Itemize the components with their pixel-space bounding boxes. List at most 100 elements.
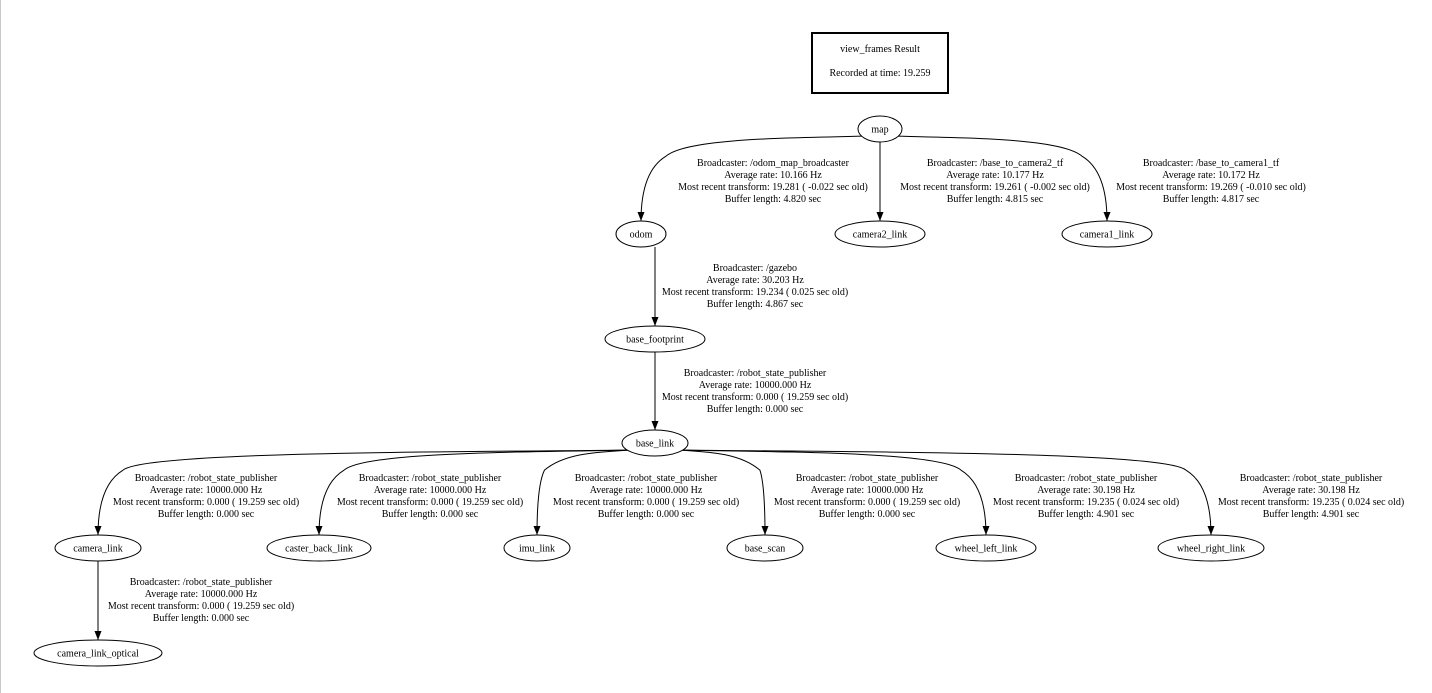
edge-label-line: Average rate: 10000.000 Hz bbox=[150, 485, 263, 496]
edges: Broadcaster: /odom_map_broadcasterAverag… bbox=[94, 135, 1404, 640]
edge-label-line: Buffer length: 4.901 sec bbox=[1263, 509, 1360, 520]
edge-label-line: Average rate: 10000.000 Hz bbox=[811, 485, 924, 496]
edge-label-line: Buffer length: 0.000 sec bbox=[153, 613, 250, 624]
title-box: view_frames Result Recorded at time: 19.… bbox=[811, 32, 949, 94]
edge-label-line: Most recent transform: 0.000 ( 19.259 se… bbox=[553, 497, 739, 508]
edge-label-line: Most recent transform: 19.269 ( -0.010 s… bbox=[1116, 182, 1306, 193]
edge-label-line: Buffer length: 0.000 sec bbox=[707, 404, 804, 415]
edge-label-line: Buffer length: 0.000 sec bbox=[158, 509, 255, 520]
edge-arrow bbox=[681, 449, 769, 536]
edge-label-line: Buffer length: 4.817 sec bbox=[1163, 194, 1260, 205]
edge-label-line: Average rate: 10.166 Hz bbox=[724, 170, 822, 181]
edge-base_link-to-camera_link: Broadcaster: /robot_state_publisherAvera… bbox=[94, 449, 629, 536]
frame-node-ellipse bbox=[857, 115, 903, 143]
edge-label-line: Broadcaster: /robot_state_publisher bbox=[130, 577, 273, 588]
frame-node-ellipse bbox=[266, 534, 372, 562]
frame-node-camera2_link: camera2_link bbox=[834, 220, 926, 248]
edge-label-line: Broadcaster: /base_to_camera2_tf bbox=[927, 158, 1064, 169]
frame-node-label: wheel_right_link bbox=[1177, 544, 1245, 555]
edge-label-line: Average rate: 10000.000 Hz bbox=[699, 380, 812, 391]
edge-map-to-camera2_link: Broadcaster: /base_to_camera2_tfAverage … bbox=[876, 142, 1090, 221]
frame-node-ellipse bbox=[1157, 534, 1265, 562]
nodes: map odom camera2_link camera1_link base_foot… bbox=[33, 115, 1265, 667]
edge-label-line: Broadcaster: /robot_state_publisher bbox=[1240, 473, 1383, 484]
edge-label-line: Most recent transform: 19.261 ( -0.002 s… bbox=[900, 182, 1090, 193]
edge-arrow bbox=[681, 449, 990, 536]
frame-node-label: base_scan bbox=[745, 544, 786, 555]
edge-label-line: Most recent transform: 19.235 ( 0.024 se… bbox=[1218, 497, 1404, 508]
edge-base_link-to-caster_back_link: Broadcaster: /robot_state_publisherAvera… bbox=[315, 449, 629, 536]
edge-label-line: Average rate: 10000.000 Hz bbox=[590, 485, 703, 496]
edge-arrow bbox=[681, 449, 1215, 536]
edge-label-line: Most recent transform: 0.000 ( 19.259 se… bbox=[774, 497, 960, 508]
frame-node-camera_link_optical: camera_link_optical bbox=[33, 639, 163, 667]
edge-label-line: Average rate: 10.177 Hz bbox=[946, 170, 1044, 181]
edge-base_link-to-base_scan: Broadcaster: /robot_state_publisherAvera… bbox=[681, 449, 960, 536]
edge-label-line: Broadcaster: /odom_map_broadcaster bbox=[697, 158, 850, 169]
frame-node-base_footprint: base_footprint bbox=[604, 325, 706, 353]
edge-base_footprint-to-base_link: Broadcaster: /robot_state_publisherAvera… bbox=[651, 352, 848, 430]
edge-label-line: Buffer length: 4.901 sec bbox=[1038, 509, 1135, 520]
frame-node-label: imu_link bbox=[519, 544, 555, 555]
frame-node-ellipse bbox=[1061, 220, 1153, 248]
edge-map-to-odom: Broadcaster: /odom_map_broadcasterAverag… bbox=[637, 135, 868, 222]
edge-label-line: Most recent transform: 0.000 ( 19.259 se… bbox=[108, 601, 294, 612]
edge-base_link-to-imu_link: Broadcaster: /robot_state_publisherAvera… bbox=[533, 449, 739, 536]
frame-node-camera_link: camera_link bbox=[54, 534, 142, 562]
frame-node-wheel_left_link: wheel_left_link bbox=[935, 534, 1037, 562]
edge-arrow bbox=[533, 449, 629, 536]
edge-label-line: Buffer length: 4.815 sec bbox=[947, 194, 1044, 205]
edge-base_link-to-wheel_right_link: Broadcaster: /robot_state_publisherAvera… bbox=[681, 449, 1404, 536]
frame-node-label: caster_back_link bbox=[285, 544, 353, 555]
edge-label-line: Most recent transform: 0.000 ( 19.259 se… bbox=[662, 392, 848, 403]
edge-label-line: Buffer length: 0.000 sec bbox=[598, 509, 695, 520]
edge-label-line: Most recent transform: 19.234 ( 0.025 se… bbox=[662, 287, 848, 298]
frame-node-ellipse bbox=[615, 220, 667, 248]
edge-label-line: Average rate: 10000.000 Hz bbox=[374, 485, 487, 496]
edge-arrow bbox=[315, 449, 629, 536]
edge-label-line: Average rate: 30.198 Hz bbox=[1037, 485, 1135, 496]
frame-node-ellipse bbox=[726, 534, 804, 562]
edge-label-line: Broadcaster: /base_to_camera1_tf bbox=[1143, 158, 1280, 169]
frame-node-camera1_link: camera1_link bbox=[1061, 220, 1153, 248]
edge-label-line: Broadcaster: /robot_state_publisher bbox=[359, 473, 502, 484]
frame-node-base_scan: base_scan bbox=[726, 534, 804, 562]
edge-label-line: Buffer length: 4.820 sec bbox=[725, 194, 822, 205]
edge-arrow bbox=[637, 135, 863, 222]
edge-label-line: Average rate: 30.203 Hz bbox=[706, 275, 804, 286]
frame-node-label: map bbox=[871, 125, 888, 136]
edge-label-line: Buffer length: 0.000 sec bbox=[382, 509, 479, 520]
frame-node-label: base_link bbox=[636, 439, 674, 450]
edge-label-line: Broadcaster: /robot_state_publisher bbox=[575, 473, 718, 484]
frame-node-label: wheel_left_link bbox=[955, 544, 1018, 555]
frame-node-ellipse bbox=[834, 220, 926, 248]
edge-label-line: Buffer length: 0.000 sec bbox=[819, 509, 916, 520]
frame-node-label: camera2_link bbox=[853, 230, 907, 241]
title-box-border bbox=[811, 32, 949, 94]
edge-label-line: Broadcaster: /robot_state_publisher bbox=[135, 473, 278, 484]
frame-node-label: camera_link_optical bbox=[57, 649, 139, 660]
edge-camera_link-to-camera_link_optical: Broadcaster: /robot_state_publisherAvera… bbox=[94, 561, 294, 640]
title-heading: view_frames Result bbox=[840, 44, 920, 55]
frame-node-caster_back_link: caster_back_link bbox=[266, 534, 372, 562]
edge-map-to-camera1_link: Broadcaster: /base_to_camera1_tfAverage … bbox=[897, 135, 1306, 222]
edge-label-line: Average rate: 10000.000 Hz bbox=[145, 589, 258, 600]
edge-arrow bbox=[94, 449, 629, 536]
frame-node-wheel_right_link: wheel_right_link bbox=[1157, 534, 1265, 562]
frame-node-label: odom bbox=[630, 230, 653, 241]
edge-label-line: Most recent transform: 0.000 ( 19.259 se… bbox=[337, 497, 523, 508]
frame-node-ellipse bbox=[935, 534, 1037, 562]
frame-node-label: camera_link bbox=[73, 544, 122, 555]
edge-label-line: Most recent transform: 19.235 ( 0.024 se… bbox=[993, 497, 1179, 508]
frame-node-ellipse bbox=[604, 325, 706, 353]
frame-node-map: map bbox=[857, 115, 903, 143]
edge-base_link-to-wheel_left_link: Broadcaster: /robot_state_publisherAvera… bbox=[681, 449, 1179, 536]
edge-label-line: Broadcaster: /robot_state_publisher bbox=[684, 368, 827, 379]
title-recorded-time: Recorded at time: 19.259 bbox=[829, 68, 930, 79]
edge-arrow bbox=[897, 135, 1111, 222]
frame-node-ellipse bbox=[621, 429, 689, 457]
frame-node-label: base_footprint bbox=[626, 335, 684, 346]
frame-node-label: camera1_link bbox=[1080, 230, 1134, 241]
